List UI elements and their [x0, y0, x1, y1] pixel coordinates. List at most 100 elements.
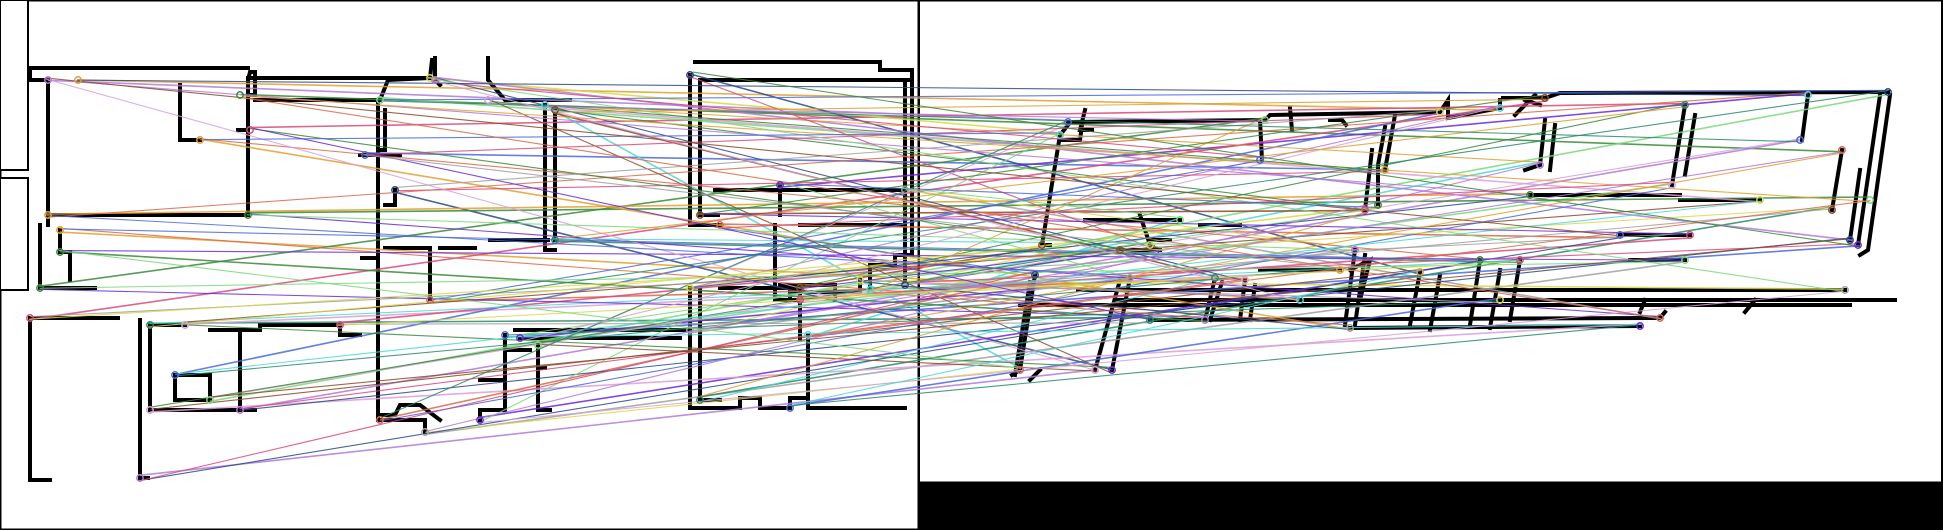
match-line — [239, 237, 1853, 411]
keypoint — [1436, 108, 1444, 116]
match-line — [489, 100, 1387, 172]
match-line — [427, 76, 1063, 134]
match-line — [904, 282, 1499, 304]
match-line — [61, 228, 1478, 261]
match-line — [426, 89, 1889, 304]
match-line — [250, 127, 1153, 321]
match-line — [59, 249, 1019, 369]
keypoint — [1261, 116, 1269, 124]
keypoint — [1056, 131, 1064, 139]
keypoint — [181, 321, 189, 329]
keypoint — [1496, 296, 1504, 304]
keypoint — [796, 284, 804, 292]
keypoint — [686, 71, 694, 79]
keypoint — [1038, 241, 1046, 249]
match-line — [545, 105, 1268, 122]
keypoint — [1016, 366, 1024, 374]
keypoint — [56, 248, 64, 256]
match-line — [787, 324, 1638, 407]
match-line — [555, 105, 1687, 240]
match-line — [76, 79, 1806, 97]
match-line — [521, 105, 1502, 342]
keypoint — [1516, 256, 1524, 264]
match-line — [698, 209, 1363, 215]
match-line — [37, 288, 1208, 318]
match-line — [147, 246, 1044, 328]
match-line — [554, 240, 1522, 264]
keypoint — [336, 321, 344, 329]
keypoint — [1031, 271, 1039, 279]
keypoint — [1681, 256, 1689, 264]
keypoint — [1296, 296, 1304, 304]
keypoint — [1336, 266, 1344, 274]
match-line — [382, 120, 1068, 418]
keypoint — [426, 296, 434, 304]
keypoint — [501, 331, 509, 339]
keypoint — [171, 371, 179, 379]
match-line — [691, 105, 1498, 289]
keypoint — [1656, 314, 1664, 322]
match-line — [249, 127, 1122, 250]
keypoint — [1126, 274, 1134, 282]
keypoint — [1064, 118, 1072, 126]
match-line — [507, 323, 1643, 338]
keypoint — [1681, 101, 1689, 109]
keypoint — [901, 281, 909, 289]
keypoint — [1256, 156, 1264, 164]
keypoint — [1838, 146, 1846, 154]
keypoint — [1241, 276, 1249, 284]
match-line — [543, 104, 1539, 163]
keypoint — [866, 286, 874, 294]
keypoint — [146, 321, 154, 329]
match-line — [183, 200, 1758, 323]
match-line — [701, 277, 1216, 402]
keypoint — [244, 211, 252, 219]
keypoint — [1146, 241, 1154, 249]
keypoint — [1804, 91, 1812, 99]
keypoint — [1841, 286, 1849, 294]
match-line — [149, 259, 1520, 325]
keypoint — [856, 276, 864, 284]
keypoint — [391, 186, 399, 194]
keypoint — [56, 226, 64, 234]
keypoint — [431, 76, 439, 84]
keypoint — [1381, 166, 1389, 174]
keypoint — [26, 314, 34, 322]
match-line — [701, 213, 1692, 235]
keypoint — [1351, 246, 1359, 254]
match-line — [797, 277, 1214, 299]
match-line — [197, 137, 1478, 260]
match-line — [337, 322, 1150, 325]
keypoint — [1374, 201, 1382, 209]
match-line — [872, 291, 1204, 319]
match-line — [781, 183, 1380, 209]
keypoint — [696, 396, 704, 404]
keypoint — [1828, 206, 1836, 214]
match-line — [425, 162, 1543, 432]
match-line — [552, 238, 1043, 243]
match-line — [432, 81, 1263, 159]
keypoint — [1146, 316, 1154, 324]
match-line — [431, 79, 1300, 302]
match-line — [377, 89, 1888, 101]
match-line — [211, 238, 1848, 398]
match-line — [337, 260, 1522, 326]
keypoint — [236, 91, 244, 99]
keypoint — [1846, 236, 1854, 244]
keypoint — [796, 296, 804, 304]
match-line — [434, 76, 1853, 242]
match-line — [805, 199, 1871, 338]
match-line — [477, 260, 1482, 419]
match-line — [46, 214, 1131, 277]
keypoint — [1091, 366, 1099, 374]
keypoint — [421, 428, 429, 436]
left-edge-tab-bottom — [0, 177, 29, 291]
match-line — [39, 261, 1683, 289]
match-line — [790, 297, 1502, 407]
keypoint — [1496, 104, 1504, 112]
keypoint — [686, 284, 694, 292]
keypoint — [534, 341, 542, 349]
match-lines — [28, 71, 1889, 482]
